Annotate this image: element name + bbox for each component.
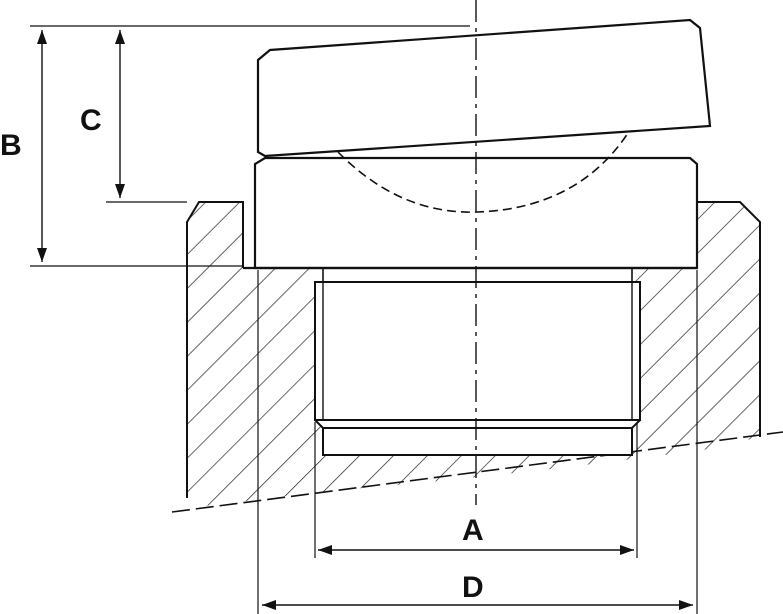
dimension-b: B <box>0 30 47 262</box>
label-d: D <box>462 571 484 604</box>
housing-break-line <box>171 431 783 513</box>
hidden-dome <box>337 129 631 213</box>
tilted-lid <box>256 18 712 158</box>
dimension-a: A <box>318 514 634 555</box>
label-a: A <box>462 514 484 547</box>
dimension-c: C <box>80 30 125 198</box>
extension-lines <box>30 25 698 614</box>
valve-body <box>243 156 699 270</box>
housing-left-outline <box>186 201 244 498</box>
dimension-d: D <box>262 571 693 610</box>
label-b: B <box>0 129 22 162</box>
threaded-bore <box>314 268 641 456</box>
label-c: C <box>80 104 102 137</box>
housing-hatch-fill <box>187 202 760 508</box>
